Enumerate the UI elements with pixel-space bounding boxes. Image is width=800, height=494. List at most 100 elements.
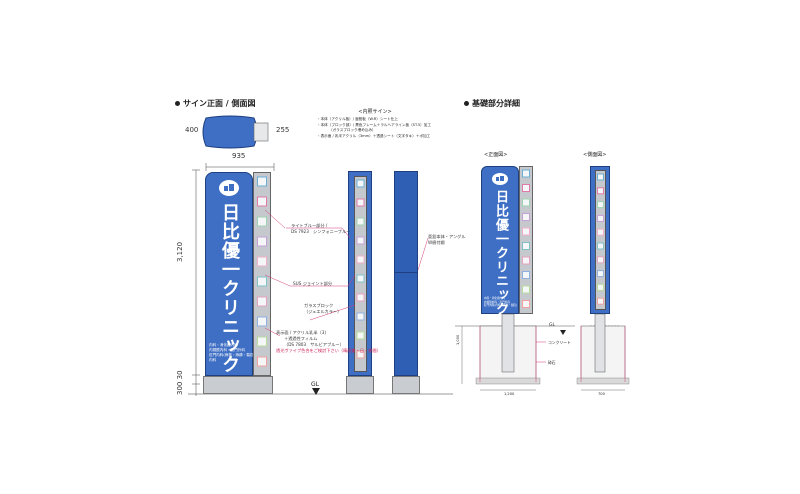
glass-block [597,242,604,250]
service-line: 内視鏡内科・肛門外科 [209,348,245,352]
callout-text: ガラスブロック [304,303,334,308]
spec-list: ・本体（アクリル板）/ 亜鉛板（W.R）シート仕上 ・本体（ブロック部）/ 黒色… [317,117,431,139]
plan-view [202,115,269,149]
glass-block [356,255,365,264]
detail-front-frame [519,166,533,314]
glass-block-column [522,169,530,308]
right-section-title-text: 基礎部分詳細 [472,99,520,108]
glass-block [597,297,604,305]
glass-block [257,316,267,327]
detail-front-sign: 日比優一クリニック 内科・消化器内科 内視鏡内科・肛門外科 肛門内科(痔核・痔瘻… [481,166,533,316]
glass-block [356,312,365,321]
glass-block [257,256,267,267]
base-b-label: 30 [176,370,184,380]
service-line: 肛門内科(痔核・痔瘻・裂肛) [484,304,518,308]
detail-side-title: <側面図> [583,152,607,158]
glass-block [356,217,365,226]
plan-body [202,115,258,149]
side-base-a [346,376,374,394]
spec-line: ・表示面 / 乳半アクリル（3mm）＋透過シート（文字タキ）＋ボ加工 [317,133,431,138]
callout-glass-block: ガラスブロック （ジュエルカラー） [304,303,341,315]
service-line: 肛門内科(痔核・痔瘻・裂肛) [209,353,255,357]
glass-block [257,356,267,367]
side-base-b [392,376,420,394]
callout-light-blue: ライトブルー部分 / DS 7923 シンフォニーブルー [291,223,350,235]
foundation-drawing [455,313,630,391]
glass-block [597,214,604,222]
callout-text: SUS ジョイント部分 [293,281,333,286]
callout-text: 亜鉛本体・アングル [428,234,466,239]
panel-joint-line [395,272,417,273]
plan-width-label: 400 [185,126,199,134]
glass-block [257,176,267,187]
callout-display-face: 表示面 / アクリル乳半（3) ＋透過性フィルム （DS 7803 サルビアブル… [276,330,381,354]
callout-leaders [264,209,429,337]
glass-block [356,274,365,283]
callout-sub: ＋透過性フィルム [284,336,318,341]
detail-gl-label: GL [549,323,555,328]
callout-text: 表示面 / アクリル乳半（3) [276,330,327,335]
glass-block [356,350,365,359]
glass-block-column [257,176,267,367]
plan-block [253,122,269,142]
glass-block-column [597,173,604,305]
glass-block [522,227,530,236]
detail-front-title: <正面図> [484,152,508,158]
side-frame-a [354,176,367,372]
glass-block-column [356,179,365,359]
service-line: 内視鏡内科・肛門外科 [484,300,510,304]
service-list: 内科・消化器内科 内視鏡内科・肛門外科 肛門内科(痔核・痔瘻・裂肛) 内科 [209,343,255,363]
callout-sub: W樹付鋼 [428,240,445,245]
gl-arrow-icon [312,388,320,395]
front-panel: 日比優一クリニック 内科・消化器内科 内視鏡内科・肛門外科 肛門内科(痔核・痔瘻… [205,172,255,376]
front-frame [253,172,271,376]
glass-block [522,285,530,294]
clinic-name: 日比優一クリニック [219,203,240,374]
right-section-title: 基礎部分詳細 [464,98,520,109]
depth-label: 1,000 [456,334,460,345]
callout-text: ライトブルー部分 / [291,223,328,228]
glass-block [597,173,604,181]
left-section-title-text: サイン正面 / 側面図 [183,99,256,108]
width-label: 935 [232,152,246,160]
spec-line: （ガラスブロック埋め込み） [329,128,376,133]
bullet-icon [464,101,469,106]
glass-block [522,213,530,221]
glass-block [257,276,267,287]
glass-block [597,270,604,278]
callout-sub: （ジュエルカラー） [304,309,342,314]
glass-block [257,196,267,207]
glass-block [522,271,530,279]
glass-block [257,336,267,347]
detail-side-sign [590,166,610,314]
foundation-width-label: 1,200 [504,392,515,396]
height-label: 3,120 [176,241,184,262]
plan-depth-label: 255 [276,126,290,134]
side-sign-a [348,171,372,376]
detail-side-frame [595,170,606,310]
side-sign-b [394,171,418,376]
glass-block [597,201,604,209]
detail-clinic-name: 日比優一クリニック [493,190,508,316]
ground-line [188,393,453,395]
width-dimension [205,163,275,171]
glass-block [522,300,530,308]
glass-block [356,198,365,207]
callout-side-angle: 亜鉛本体・アングル W樹付鋼 [428,234,466,246]
glass-block [597,283,604,291]
glass-block [522,198,530,207]
spec-title: <内照サイン> [358,109,392,115]
base-a-label: 300 [176,381,184,395]
glass-block [356,293,365,302]
height-dimension [192,169,200,396]
glass-block [522,184,530,192]
bullet-icon [175,101,180,106]
front-base [203,376,273,394]
glass-block [356,179,365,188]
glass-block [522,169,530,178]
service-line: 内科 [209,358,217,362]
callout-sus-joint: SUS ジョイント部分 [293,281,332,287]
glass-block [356,236,365,245]
glass-block [597,228,604,236]
spec-line: ・本体（アクリル板）/ 亜鉛板（W.R）シート仕上 [317,117,398,121]
